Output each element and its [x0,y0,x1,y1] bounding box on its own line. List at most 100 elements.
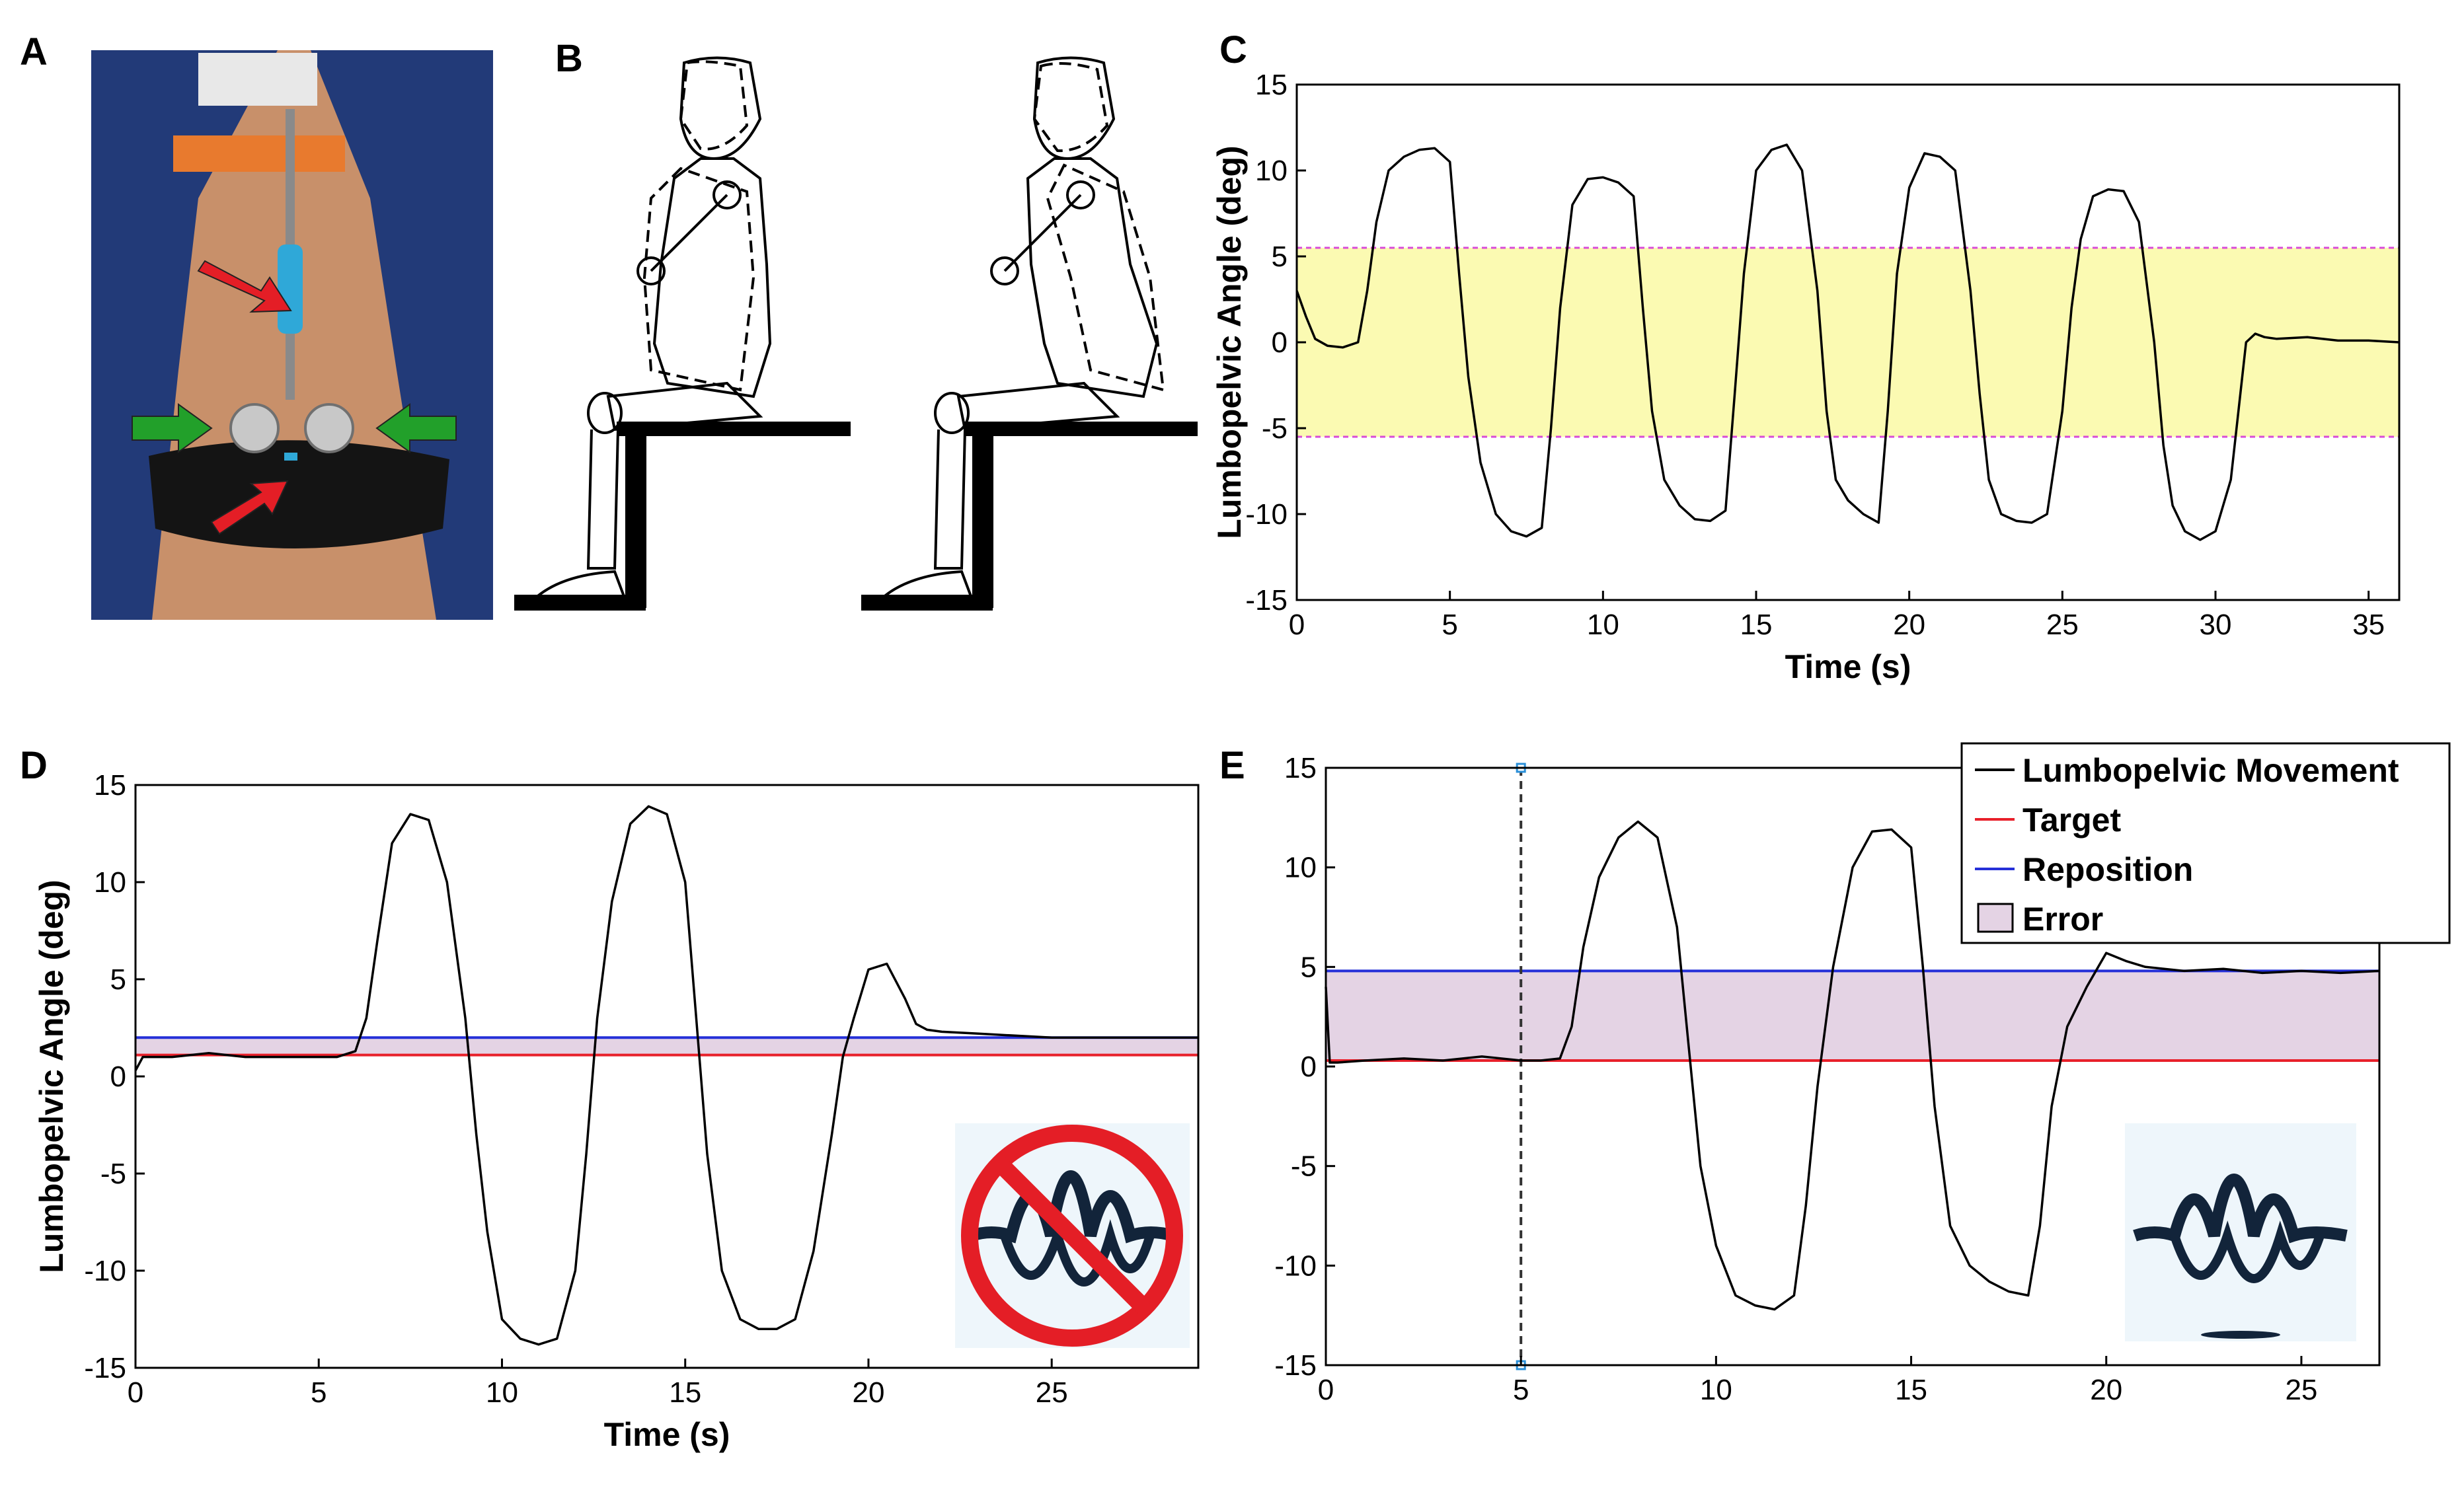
c-x-axis-label: Time (s) [1785,648,1911,685]
c-xtick-label: 20 [1893,609,1925,641]
torso-right [1026,157,1159,398]
floor-right [861,595,993,611]
c-ytick-label: -10 [1245,498,1288,531]
legend-label-reposition: Reposition [2022,851,2193,888]
e-xtick-label: 25 [2285,1374,2317,1406]
hand-right [990,256,1019,285]
chart-d: 0 5 10 15 20 25 -15 -10 -5 0 5 10 15 Time (s) Lumbo… [33,769,1200,1453]
d-xtick-label: 0 [128,1376,143,1409]
seat-leg-left [625,428,646,608]
jacket-left [91,50,278,620]
thigh-left [606,381,763,431]
torso-left [652,157,772,398]
legend-box [1960,742,2451,944]
d-xtick-label: 5 [311,1376,327,1409]
d-ytick-label: 0 [110,1061,126,1093]
tape [198,53,317,106]
d-xtick-label: 20 [852,1376,884,1409]
sitting-figure-right [878,56,1165,599]
red-arrow-upper [197,260,292,313]
d-y-axis-label: Lumbopelvic Angle (deg) [33,879,70,1273]
e-ytick-label: 10 [1284,852,1317,884]
green-arrow-left [132,403,213,453]
d-ytick-label: -15 [84,1352,126,1384]
torso-left-dashed [642,167,755,392]
e-xtick-label: 0 [1318,1374,1334,1406]
floor-left [514,595,646,611]
knee-left [587,392,623,434]
shin-right [933,429,966,570]
arm-right [1003,194,1082,272]
d-xtick-label: 25 [1036,1376,1068,1409]
c-trace-line [1295,143,2400,541]
panel-b-illustration [514,56,1198,611]
shin-left [586,429,619,570]
e-error-region [1326,971,2379,1061]
arm-left [650,194,728,272]
d-error-region [135,1037,1198,1055]
head-left-dashed [679,60,749,151]
panel-b-letter: B [555,37,583,80]
d-ytick-label: -10 [84,1255,126,1287]
sensor-body [278,244,303,334]
panel-d-letter: D [20,744,48,787]
e-ytick-label: -10 [1274,1250,1317,1282]
electrode-right [304,403,354,453]
panel-e-letter: E [1219,744,1245,787]
e-xtick-label: 10 [1700,1374,1732,1406]
e-ytick-label: -15 [1274,1349,1317,1382]
e-xtick-label: 15 [1895,1374,1927,1406]
shoulder-right [1066,180,1095,209]
c-xtick-label: 0 [1289,609,1305,641]
e-ytick-label: 15 [1284,752,1317,784]
legend-label-movement: Lumbopelvic Movement [2022,752,2399,789]
d-x-axis-label: Time (s) [604,1416,730,1453]
e-ytick-label: 0 [1301,1051,1317,1083]
c-xtick-label: 10 [1587,609,1619,641]
red-arrow-lower [210,480,289,535]
foot-right [878,570,974,599]
shoulder-left [712,180,742,209]
c-xtick-label: 30 [2200,609,2232,641]
d-ytick-label: 5 [110,963,126,996]
legend: Lumbopelvic Movement Target Reposition E… [1960,742,2451,944]
c-ytick-label: 10 [1255,155,1288,187]
electrode-left [229,403,280,453]
c-ytick-label: -15 [1245,584,1288,617]
seat-left [617,422,851,436]
c-ytick-label: 15 [1255,69,1288,101]
seat-right [964,422,1198,436]
d-ytick-label: -5 [100,1158,126,1190]
c-y-axis-label: Lumbopelvic Angle (deg) [1211,145,1248,539]
green-arrow-right [375,403,457,453]
panel-c-letter: C [1219,28,1247,71]
c-tolerance-band [1297,248,2399,437]
sitting-figure-left [531,56,772,599]
e-ytick-label: 5 [1301,951,1317,983]
d-ytick-label: 10 [94,866,126,899]
c-ytick-label: -5 [1262,412,1288,445]
d-ytick-label: 15 [94,769,126,802]
d-trace-line [134,805,1198,1346]
d-xtick-label: 15 [669,1376,701,1409]
torso-right-dashed [1046,163,1165,392]
c-xtick-label: 15 [1740,609,1773,641]
panel-a-photo [91,50,493,620]
c-ytick-label: 5 [1272,241,1288,273]
hand-left [636,256,666,285]
strap [173,135,345,172]
legend-label-target: Target [2022,802,2121,839]
seat-leg-right [972,428,993,608]
waistband [149,440,449,548]
head-left [679,56,762,161]
foot-left [531,570,627,599]
e-xtick-label: 5 [1513,1374,1529,1406]
e-trace-line [1325,820,2380,1311]
legend-swatch-error [1977,903,2014,933]
c-xtick-label: 35 [2352,609,2385,641]
panel-a-letter: A [20,30,48,73]
d-xtick-label: 10 [486,1376,518,1409]
